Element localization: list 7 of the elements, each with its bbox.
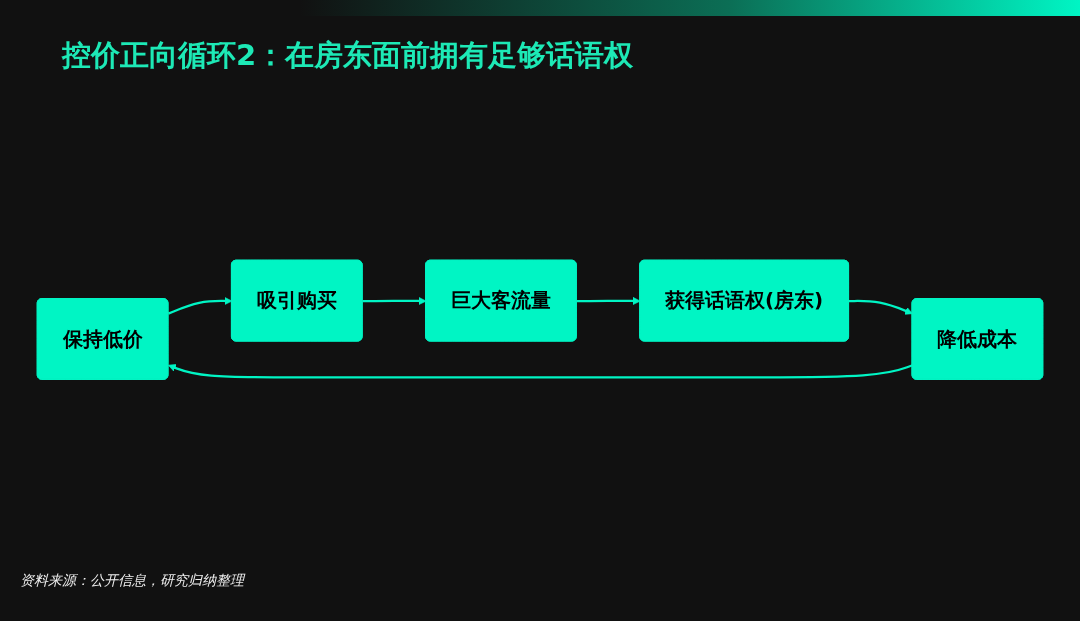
arrow [168, 364, 913, 379]
source-note: 资料来源：公开信息，研究归纳整理 [20, 572, 244, 590]
arrow [362, 297, 427, 306]
title: 控价正向循环2：在房东面前拥有足够话语权 [62, 37, 634, 74]
arrow [849, 300, 913, 315]
arrow [576, 297, 641, 306]
arrow [167, 297, 233, 315]
